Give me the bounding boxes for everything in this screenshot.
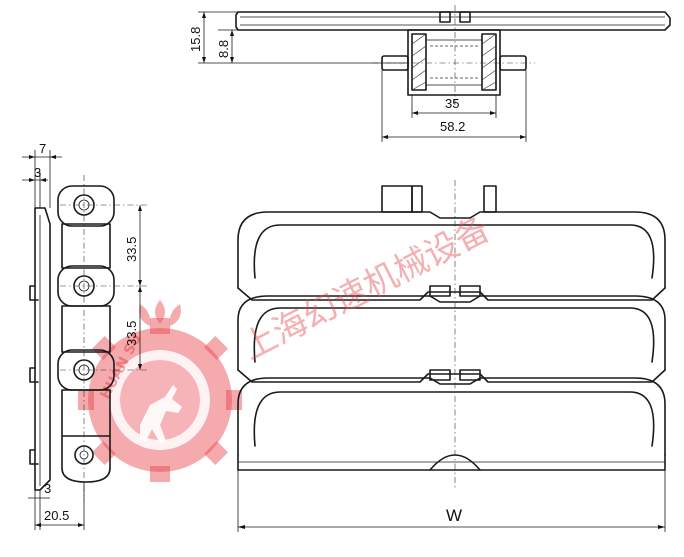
- front-view: W: [237, 180, 666, 532]
- dim-side-offset-small: 3: [34, 165, 41, 180]
- side-view: 33.5 33.5 7 3 3 20.5: [22, 141, 150, 530]
- dim-side-base-width: 20.5: [44, 508, 69, 523]
- dim-top-height-inner: 8.8: [216, 40, 231, 58]
- dim-overall-width: W: [446, 506, 462, 525]
- dim-inner-width: 35: [445, 96, 459, 111]
- dim-side-offset-bottom: 3: [44, 481, 51, 496]
- dim-pitch-1: 33.5: [124, 237, 139, 262]
- dim-top-height-outer: 15.8: [188, 27, 203, 52]
- top-view: 35 58.2 15.8 8.8: [188, 5, 671, 142]
- dim-pitch-2: 33.5: [124, 321, 139, 346]
- dim-side-offset-top: 7: [39, 141, 46, 156]
- watermark-logo: HUAN SU: [78, 300, 242, 482]
- watermark-text: 上海幻速机械设备: [236, 209, 497, 368]
- dim-outer-width: 58.2: [440, 119, 465, 134]
